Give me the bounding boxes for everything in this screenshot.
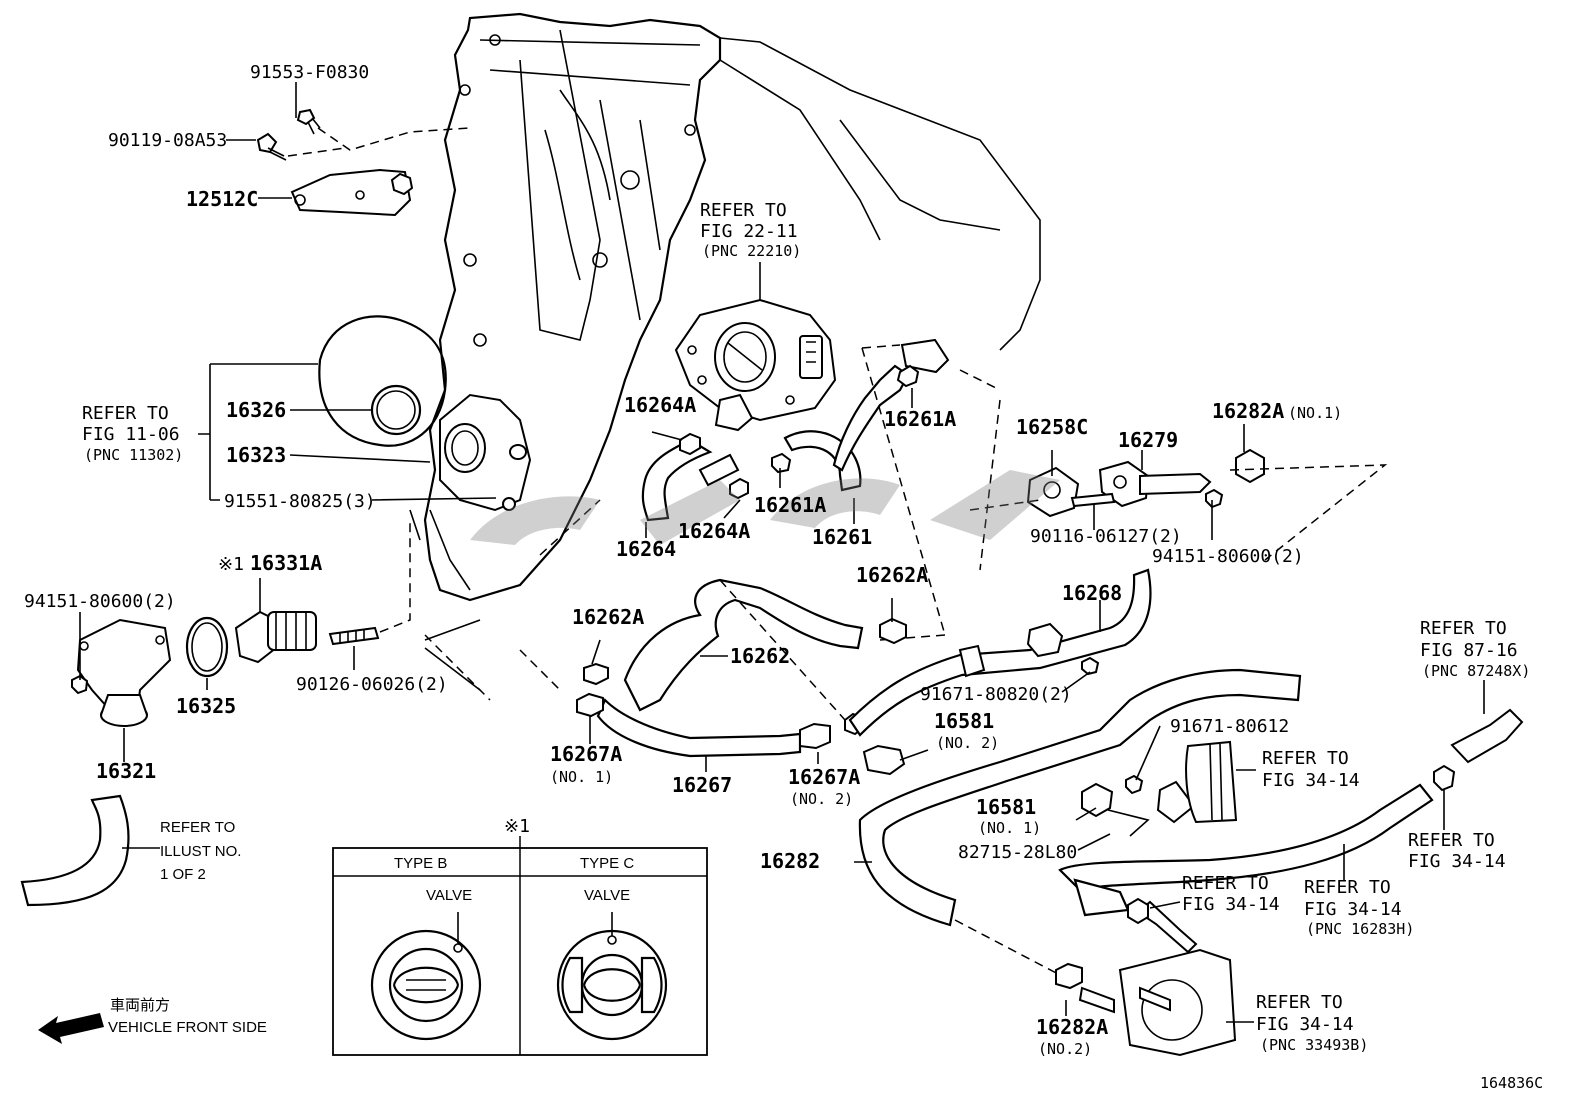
ref-fig87-line1: REFER TO <box>1420 618 1507 639</box>
label-16267: 16267 <box>672 773 732 797</box>
label-16267a-no1-note: (NO. 1) <box>550 768 613 786</box>
type-table <box>332 836 708 1056</box>
type-c-valve-label: VALVE <box>584 887 630 904</box>
label-16262a-left: 16262A <box>572 605 644 629</box>
vehicle-front-arrow <box>38 1013 104 1044</box>
label-91671-80820: 91671-80820(2) <box>920 684 1072 705</box>
front-en-label: VEHICLE FRONT SIDE <box>108 1019 267 1036</box>
label-90126: 90126-06026(2) <box>296 674 448 695</box>
label-16282a-no2: 16282A <box>1036 1015 1108 1039</box>
label-16282a-no1-note: (NO.1) <box>1288 404 1342 422</box>
ref-fig22-line1: REFER TO <box>700 200 787 221</box>
label-16267a-no2: 16267A <box>788 765 860 789</box>
ref-fig34c-line2: FIG 34-14 <box>1182 894 1280 915</box>
front-jp-label: 車両前方 <box>110 997 170 1014</box>
label-16282a-no1: 16282A <box>1212 399 1284 423</box>
type-b-valve-label: VALVE <box>426 887 472 904</box>
label-16581-no2-note: (NO. 2) <box>936 734 999 752</box>
label-91553: 91553-F0830 <box>250 62 369 83</box>
ref-fig34a-line2: FIG 34-14 <box>1262 770 1360 791</box>
watermark-logo <box>470 470 1060 545</box>
ref-fig34d-line3: (PNC 16283H) <box>1306 920 1414 938</box>
label-91671-80612: 91671-80612 <box>1170 716 1289 737</box>
type-table-mark: ※1 <box>504 816 530 837</box>
type-c-header: TYPE C <box>580 855 634 872</box>
ref-illust-line3: 1 OF 2 <box>160 866 206 883</box>
figure-code: 164836C <box>1480 1074 1543 1092</box>
ref-fig22-line2: FIG 22-11 <box>700 221 798 242</box>
right-upper-parts-drawing <box>848 448 1388 737</box>
timing-cover-drawing <box>318 12 1041 701</box>
label-16323: 16323 <box>226 443 286 467</box>
ref-fig11-line1: REFER TO <box>82 403 169 424</box>
label-16267a-no2-note: (NO. 2) <box>790 790 853 808</box>
label-16262a-right: 16262A <box>856 563 928 587</box>
label-16581-no1-note: (NO. 1) <box>978 819 1041 837</box>
type-b-header: TYPE B <box>394 855 447 872</box>
mark-16331a: ※1 <box>218 554 244 575</box>
label-16267a-no1: 16267A <box>550 742 622 766</box>
hose-16282-drawing <box>858 668 1524 1057</box>
label-90119: 90119-08A53 <box>108 130 227 151</box>
label-12512c: 12512C <box>186 187 258 211</box>
ref-fig34e-line1: REFER TO <box>1256 992 1343 1013</box>
leader-lines <box>79 82 1485 1023</box>
label-94151-right: 94151-80600(2) <box>1152 546 1304 567</box>
ref-fig87-line3: (PNC 87248X) <box>1422 662 1530 680</box>
label-16325: 16325 <box>176 694 236 718</box>
ref-fig87-line2: FIG 87-16 <box>1420 640 1518 661</box>
thermostat-group-drawing <box>71 520 411 727</box>
label-16261: 16261 <box>812 525 872 549</box>
ref-fig34b-line2: FIG 34-14 <box>1408 851 1506 872</box>
label-16581-no1: 16581 <box>976 795 1036 819</box>
label-16264a-bot: 16264A <box>678 519 750 543</box>
label-16326: 16326 <box>226 398 286 422</box>
label-16279: 16279 <box>1118 428 1178 452</box>
ref-fig34e-line2: FIG 34-14 <box>1256 1014 1354 1035</box>
throttle-body-drawing <box>674 298 837 432</box>
ref-fig34c-line1: REFER TO <box>1182 873 1269 894</box>
bracket-12512c-drawing <box>256 108 471 217</box>
label-16282a-no2-note: (NO.2) <box>1038 1040 1092 1058</box>
label-82715: 82715-28L80 <box>958 842 1077 863</box>
label-90116: 90116-06127(2) <box>1030 526 1182 547</box>
ref-fig11-line2: FIG 11-06 <box>82 424 180 445</box>
hose-sketch-left <box>20 794 130 907</box>
labels: 91553-F0830 90119-08A53 12512C REFER TO … <box>24 62 1543 1092</box>
ref-fig11-line3: (PNC 11302) <box>84 446 183 464</box>
ref-illust-line2: ILLUST NO. <box>160 843 241 860</box>
label-16268: 16268 <box>1062 581 1122 605</box>
label-91551: 91551-80825(3) <box>224 491 376 512</box>
label-16264a-top: 16264A <box>624 393 696 417</box>
ref-fig34b-line1: REFER TO <box>1408 830 1495 851</box>
label-16258c: 16258C <box>1016 415 1088 439</box>
ref-illust-line1: REFER TO <box>160 819 235 836</box>
ref-fig22-line3: (PNC 22210) <box>702 242 801 260</box>
label-16321: 16321 <box>96 759 156 783</box>
label-16261a-bot: 16261A <box>754 493 826 517</box>
ref-fig34a-line1: REFER TO <box>1262 748 1349 769</box>
label-94151-left: 94151-80600(2) <box>24 591 176 612</box>
label-16264: 16264 <box>616 537 676 561</box>
label-16331a: 16331A <box>250 551 322 575</box>
ref-fig34d-line2: FIG 34-14 <box>1304 899 1402 920</box>
label-16282: 16282 <box>760 849 820 873</box>
ref-fig34e-line3: (PNC 33493B) <box>1260 1036 1368 1054</box>
label-16261a-top: 16261A <box>884 407 956 431</box>
hoses-center-drawing <box>519 338 950 758</box>
label-16262: 16262 <box>730 644 790 668</box>
label-16581-no2: 16581 <box>934 709 994 733</box>
ref-fig34d-line1: REFER TO <box>1304 877 1391 898</box>
